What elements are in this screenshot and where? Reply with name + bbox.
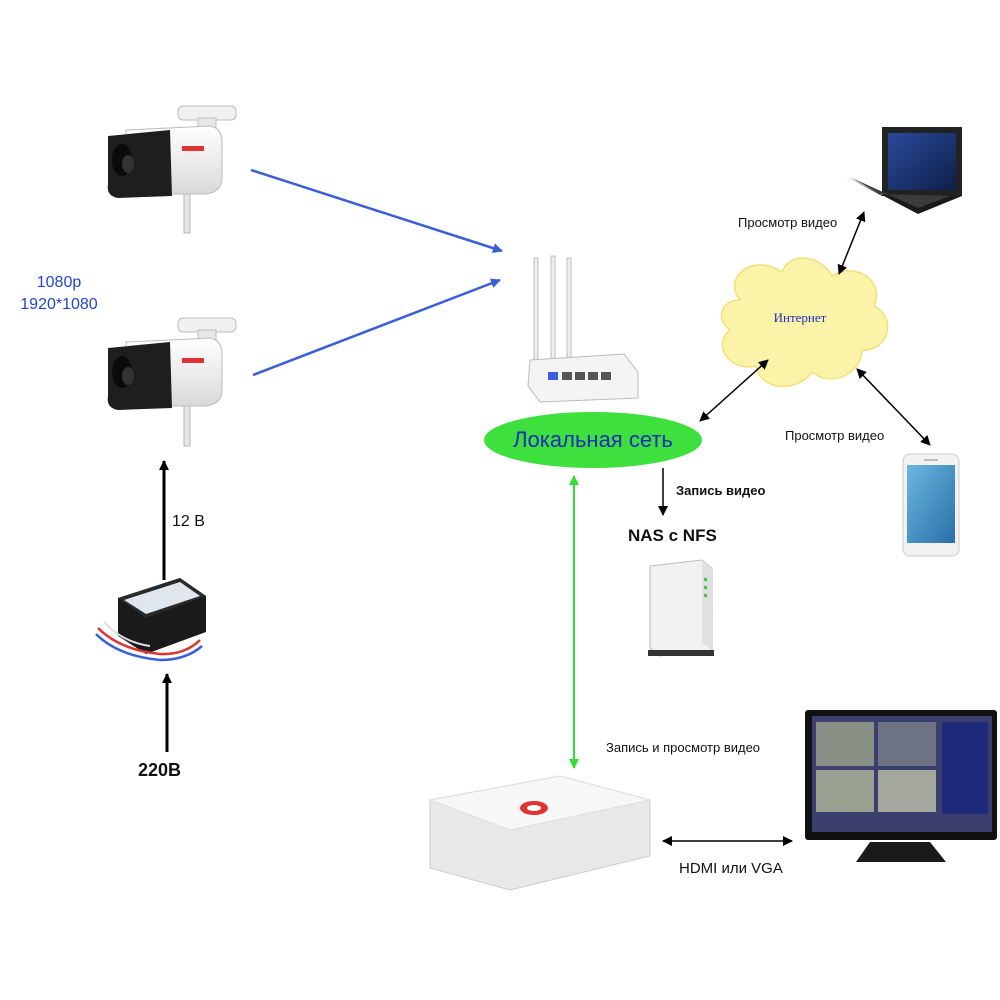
ip-camera-bottom — [107, 317, 237, 447]
internet-phone-link — [856, 368, 931, 446]
camera-resolution-label: 1080p 1920*1080 — [0, 272, 118, 316]
camera-brand-logo — [182, 358, 204, 363]
wifi-router — [527, 255, 639, 403]
internet-laptop-link — [837, 211, 866, 275]
monitor-icon — [805, 710, 997, 862]
internet-label: Интернет — [773, 310, 827, 325]
resolution-line-1: 1080p — [36, 274, 82, 291]
wifi-link-camera-top — [250, 168, 503, 253]
laptop-view-label: Просмотр видео — [738, 215, 838, 230]
lan-internet-link — [699, 359, 769, 422]
local-network-label: Локальная сеть — [513, 427, 673, 452]
nas-title-label: NAS с NFS — [628, 526, 717, 545]
antenna-icon — [533, 257, 539, 369]
antenna-icon — [550, 255, 556, 369]
dvr-record-view-label: Запись и просмотр видео — [606, 740, 761, 755]
camera-brand-logo — [182, 146, 204, 151]
ip-camera-top — [107, 105, 237, 234]
power-supply-unit — [95, 578, 206, 662]
dvr-recorder-icon — [428, 775, 651, 891]
nas-recording-label: Запись видео — [676, 483, 766, 498]
nas-storage-icon — [648, 559, 714, 657]
smartphone-icon — [902, 453, 960, 557]
internet-cloud-icon — [720, 257, 889, 388]
laptop-icon — [846, 127, 962, 214]
local-network-ellipse — [484, 412, 702, 468]
power-220v-label: 220В — [138, 760, 182, 780]
phone-view-label: Просмотр видео — [785, 428, 885, 443]
resolution-line-2: 1920*1080 — [20, 296, 98, 313]
hdmi-vga-label: HDMI или VGA — [679, 860, 783, 877]
wifi-link-camera-bottom — [252, 278, 501, 377]
antenna-icon — [566, 257, 572, 369]
power-12v-label: 12 В — [172, 513, 205, 530]
